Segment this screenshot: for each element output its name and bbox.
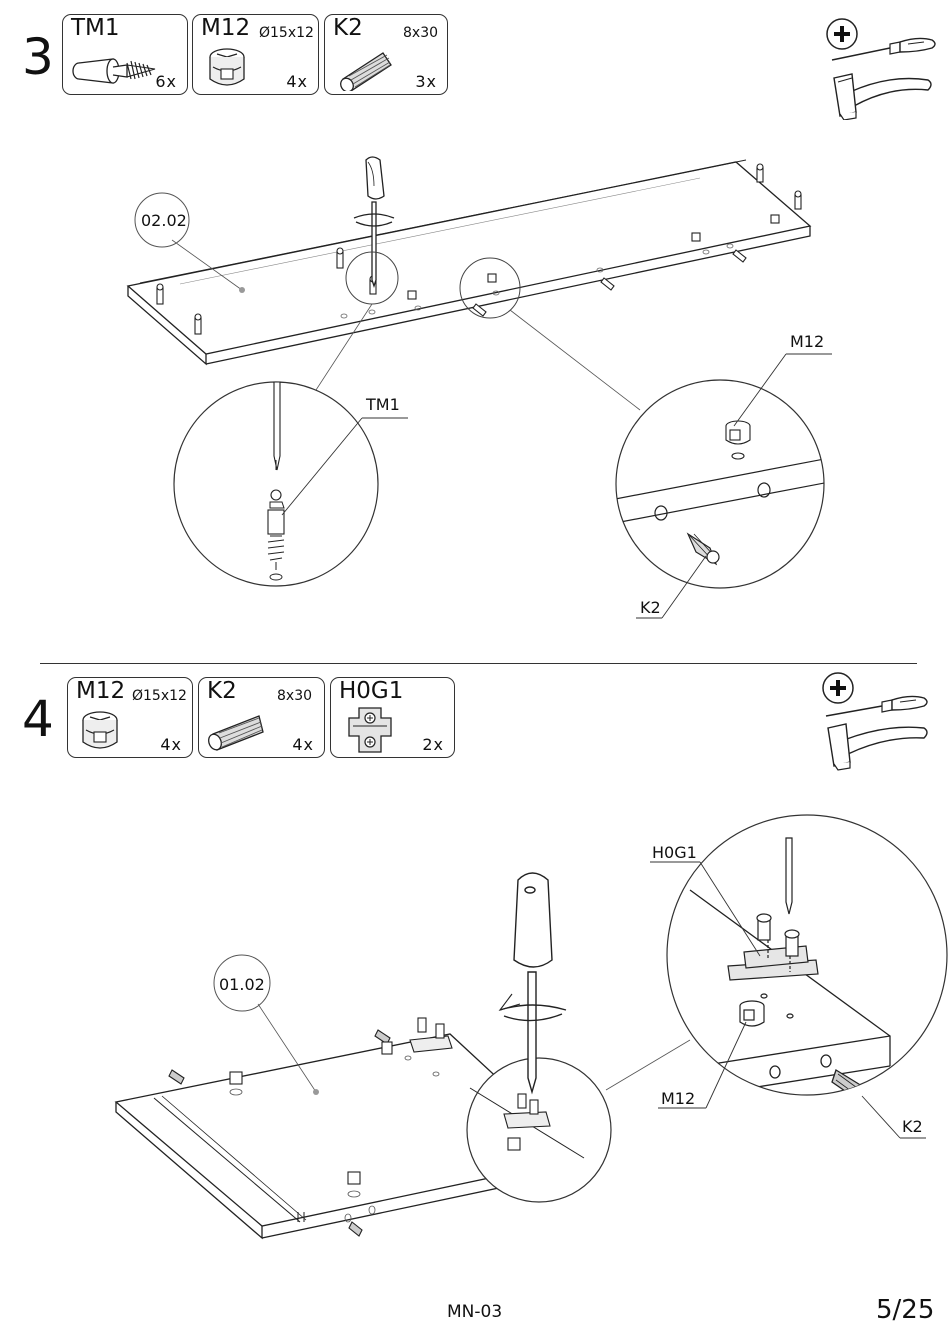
cam-lock-marker	[348, 1172, 360, 1184]
step4-assembly-drawing	[0, 0, 950, 1290]
panel-label-01-02: 01.02	[219, 975, 265, 994]
callout-label-m12: M12	[661, 1089, 695, 1108]
cam-lock-marker	[382, 1042, 392, 1054]
model-code: MN-03	[447, 1302, 502, 1322]
dowel-marker	[349, 1222, 362, 1236]
screwdriver-illustration	[500, 873, 566, 1092]
dowel-marker	[169, 1070, 184, 1084]
page-number: 5/25	[876, 1295, 934, 1325]
callout-label-k2: K2	[902, 1117, 923, 1136]
callout-label-h0g1: H0G1	[652, 843, 697, 862]
cam-lock-marker	[230, 1072, 242, 1084]
detail-circle-hinge-small	[467, 1058, 611, 1202]
